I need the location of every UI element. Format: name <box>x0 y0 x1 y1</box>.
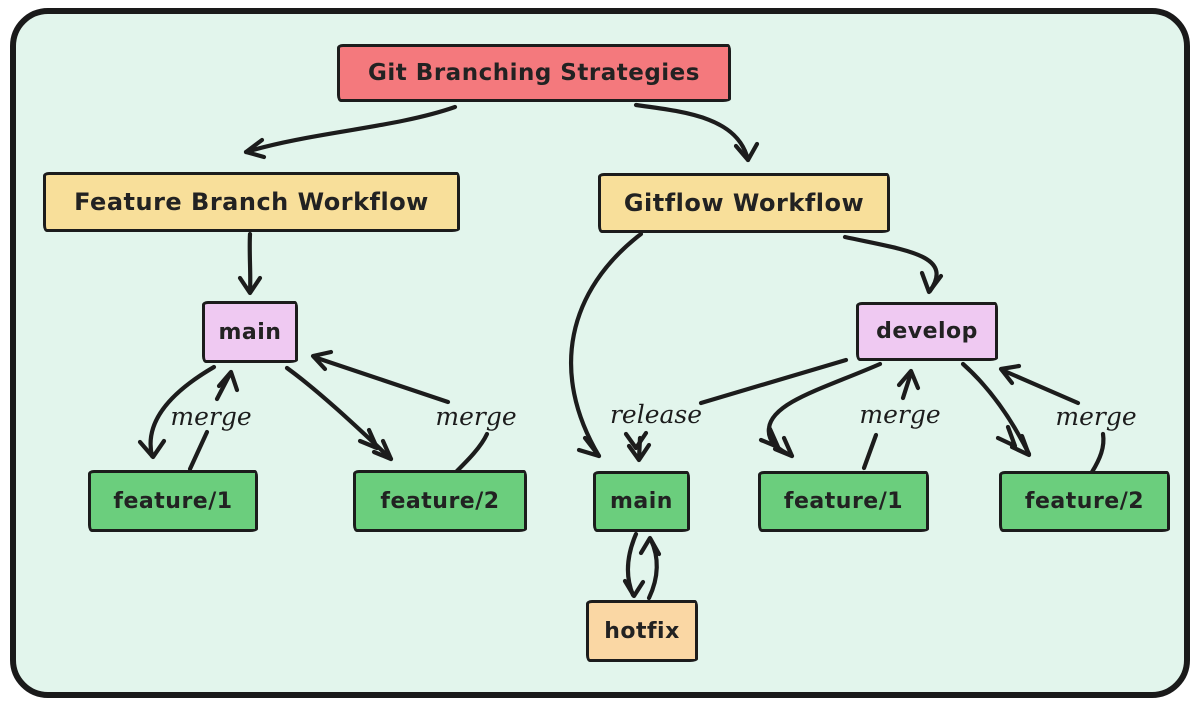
edge-arrowhead <box>638 535 662 557</box>
edge-arrowhead <box>622 578 646 599</box>
edge-arrowhead <box>995 424 1018 449</box>
edge-stroke <box>187 429 210 472</box>
edge-label-gitflow-merge-feature-2: merge <box>1055 402 1137 431</box>
edge-stroke <box>284 365 394 462</box>
node-gitflow-develop: develop <box>856 302 998 361</box>
node-gitflow-main: main <box>593 471 690 532</box>
node-gitflow-feature-1: feature/1 <box>758 471 929 532</box>
edge-arrowhead <box>772 435 795 459</box>
node-fbw-feature-2: feature/2 <box>353 470 527 532</box>
edge-label-fbw-merge-feature-1: merge <box>170 402 252 431</box>
edge-arrowhead <box>998 363 1022 386</box>
edge-stroke <box>861 432 879 471</box>
edge-hotfix-to-main <box>638 535 662 601</box>
edge-arrowhead <box>243 137 267 160</box>
edge-arrowhead <box>357 427 380 451</box>
edge-develop-release-to-main <box>623 357 849 463</box>
edge-arrowhead <box>310 349 334 372</box>
edge-label-fbw-merge-feature-2: merge <box>435 402 517 431</box>
edge-label-gitflow-merge-feature-1: merge <box>859 400 941 429</box>
node-gitflow-feature-2: feature/2 <box>999 471 1170 532</box>
edge-fbw-main-to-feature-2 <box>284 365 394 462</box>
edge-arrowhead <box>371 438 394 462</box>
edge-stroke <box>900 370 914 401</box>
edge-stroke <box>243 104 458 155</box>
edge-arrowhead <box>758 426 781 450</box>
edge-gitflow-feature-2-merge-to-develop <box>998 363 1106 475</box>
edge-stroke <box>842 234 939 294</box>
node-git-branching-strategies: Git Branching Strategies <box>337 44 731 102</box>
edge-stroke <box>1089 431 1106 475</box>
edge-root-to-feature-branch-workflow <box>243 104 458 160</box>
edge-fbw-main-to-feature-1 <box>137 364 217 460</box>
edge-stroke <box>247 231 253 295</box>
edge-fbw-to-main <box>237 231 263 296</box>
edge-arrowhead <box>623 430 649 451</box>
edge-develop-to-feature-1 <box>758 361 883 459</box>
edge-root-to-gitflow-workflow <box>633 102 760 163</box>
edge-stroke <box>148 364 217 459</box>
edge-stroke <box>999 367 1081 406</box>
edge-label-gitflow-release: release <box>609 400 703 429</box>
edge-arrowhead <box>733 141 760 163</box>
node-gitflow-workflow: Gitflow Workflow <box>598 173 890 233</box>
node-fbw-feature-1: feature/1 <box>88 470 258 532</box>
edge-stroke <box>311 354 451 405</box>
edge-arrowhead <box>1009 433 1032 458</box>
edge-stroke <box>698 357 849 406</box>
edge-stroke <box>569 231 644 459</box>
edge-arrowhead <box>626 442 652 463</box>
edge-gitflow-to-develop <box>842 234 944 295</box>
node-gitflow-hotfix: hotfix <box>586 600 698 662</box>
edge-gitflow-feature-1-merge-to-develop <box>861 368 921 471</box>
edge-arrowhead <box>137 438 167 460</box>
edge-arrowhead <box>576 435 602 459</box>
edge-fbw-feature-1-merge-to-main <box>187 369 240 472</box>
edge-develop-to-feature-2 <box>960 361 1032 458</box>
node-fbw-main: main <box>202 301 298 363</box>
edge-stroke <box>454 431 490 474</box>
edge-arrowhead <box>237 275 263 296</box>
edge-stroke <box>633 102 751 163</box>
edge-gitflow-to-main <box>569 231 644 459</box>
edge-main-to-hotfix <box>622 531 646 599</box>
edge-arrowhead <box>216 369 240 393</box>
node-feature-branch-workflow: Feature Branch Workflow <box>43 172 460 232</box>
edge-fbw-feature-2-merge-to-main <box>310 349 490 474</box>
edge-arrowhead <box>896 368 921 391</box>
edge-arrowhead <box>919 270 944 295</box>
